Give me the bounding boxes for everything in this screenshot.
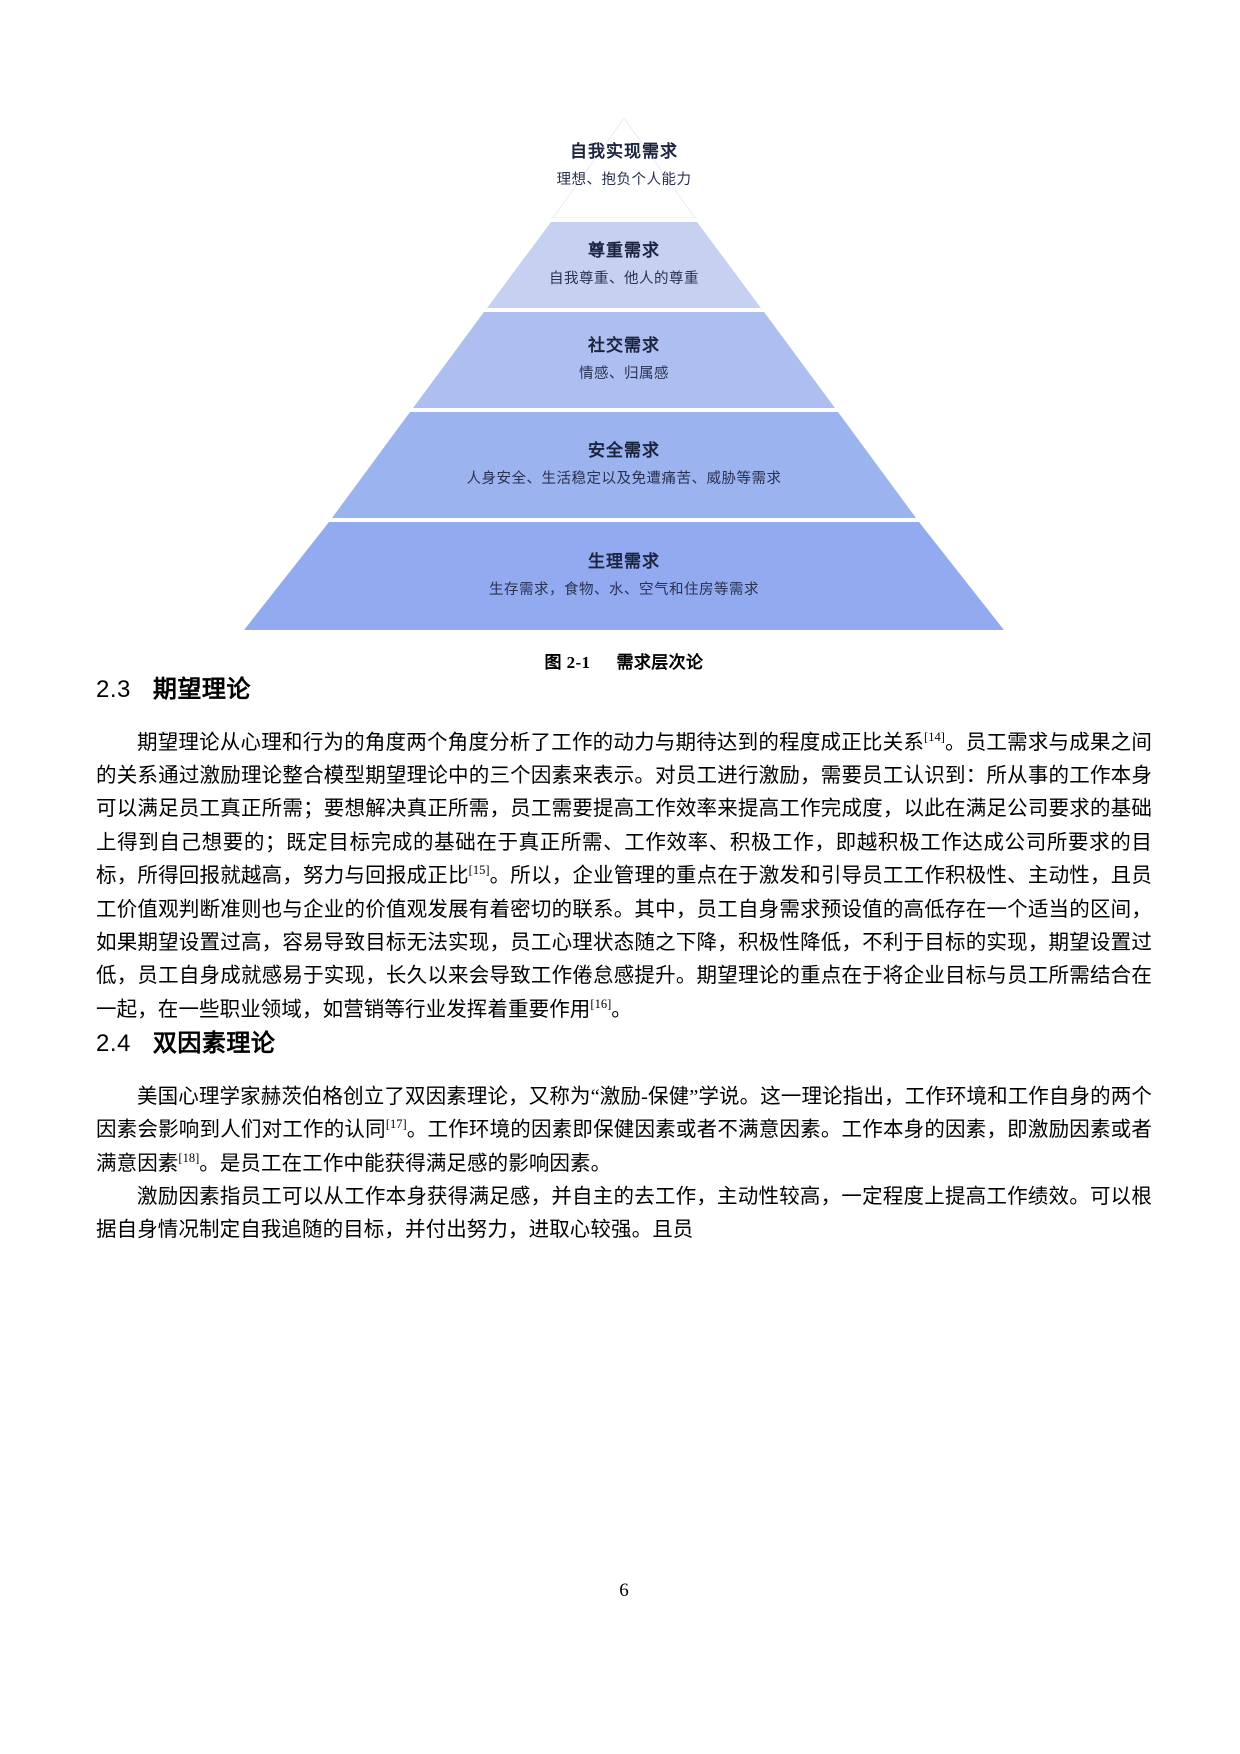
tier-title: 自我实现需求 <box>570 142 678 163</box>
heading-title: 期望理论 <box>152 675 251 703</box>
citation-reference: [15] <box>468 863 490 878</box>
tier-desc: 生存需求，食物、水、空气和住房等需求 <box>489 581 759 598</box>
figure-caption-number: 图 2-1 <box>544 653 591 672</box>
paragraph-2-4-1: 美国心理学家赫茨伯格创立了双因素理论，又称为“激励-保健”学说。这一理论指出，工… <box>96 1085 1152 1175</box>
pyramid-tier-safety: 安全需求 人身安全、生活稳定以及免遭痛苦、威胁等需求 <box>244 412 1004 518</box>
tier-title: 社交需求 <box>588 336 660 357</box>
citation-reference: [18] <box>178 1150 200 1165</box>
tier-shape-4 <box>332 412 916 518</box>
pyramid-tier-social: 社交需求 情感、归属感 <box>244 312 1004 408</box>
tier-title: 生理需求 <box>588 552 660 573</box>
tier-title: 尊重需求 <box>588 241 660 262</box>
paragraph-2-4-2: 激励因素指员工可以从工作本身获得满足感，并自主的去工作，主动性较高，一定程度上提… <box>96 1186 1152 1242</box>
citation-reference: [14] <box>924 729 945 744</box>
figure-caption: 图 2-1 需求层次论 <box>96 648 1152 673</box>
heading-section-2-3: 2.3 期望理论 <box>96 673 1152 707</box>
pyramid-tier-esteem: 尊重需求 自我尊重、他人的尊重 <box>244 222 1004 308</box>
maslow-pyramid-figure: 自我实现需求 理想、抱负个人能力 尊重需求 自我尊重、他人的尊重 <box>244 118 1004 630</box>
citation-reference: [17] <box>385 1117 407 1132</box>
citation-reference: [16] <box>590 997 612 1012</box>
tier-title: 安全需求 <box>588 441 660 462</box>
pyramid-tier-physiological: 生理需求 生存需求，食物、水、空气和住房等需求 <box>244 522 1004 630</box>
pyramid-tier-self-actualization: 自我实现需求 理想、抱负个人能力 <box>244 118 1004 218</box>
tier-desc: 理想、抱负个人能力 <box>556 171 692 188</box>
tier-shape-2 <box>487 222 761 308</box>
heading-number: 2.3 <box>96 676 131 703</box>
tier-desc: 人身安全、生活稳定以及免遭痛苦、威胁等需求 <box>466 470 782 487</box>
tier-shape-1 <box>552 118 696 218</box>
tier-desc: 情感、归属感 <box>579 365 669 382</box>
heading-section-2-4: 2.4 双因素理论 <box>96 1027 1152 1061</box>
heading-number: 2.4 <box>96 1030 131 1058</box>
paragraph-2-3-1: 期望理论从心理和行为的角度两个角度分析了工作的动力与期待达到的程度成正比关系[1… <box>96 729 1152 1021</box>
tier-desc: 自我尊重、他人的尊重 <box>549 270 699 287</box>
heading-title: 双因素理论 <box>152 1029 276 1058</box>
page-number: 6 <box>619 1580 629 1601</box>
maslow-pyramid: 自我实现需求 理想、抱负个人能力 尊重需求 自我尊重、他人的尊重 <box>244 118 1004 630</box>
figure-2-1: 自我实现需求 理想、抱负个人能力 尊重需求 自我尊重、他人的尊重 <box>96 92 1152 673</box>
tier-shape-5 <box>244 522 1004 630</box>
figure-caption-title: 需求层次论 <box>616 653 704 673</box>
page-content-area: 自我实现需求 理想、抱负个人能力 尊重需求 自我尊重、他人的尊重 <box>96 92 1152 1602</box>
tier-shape-3 <box>413 312 835 408</box>
